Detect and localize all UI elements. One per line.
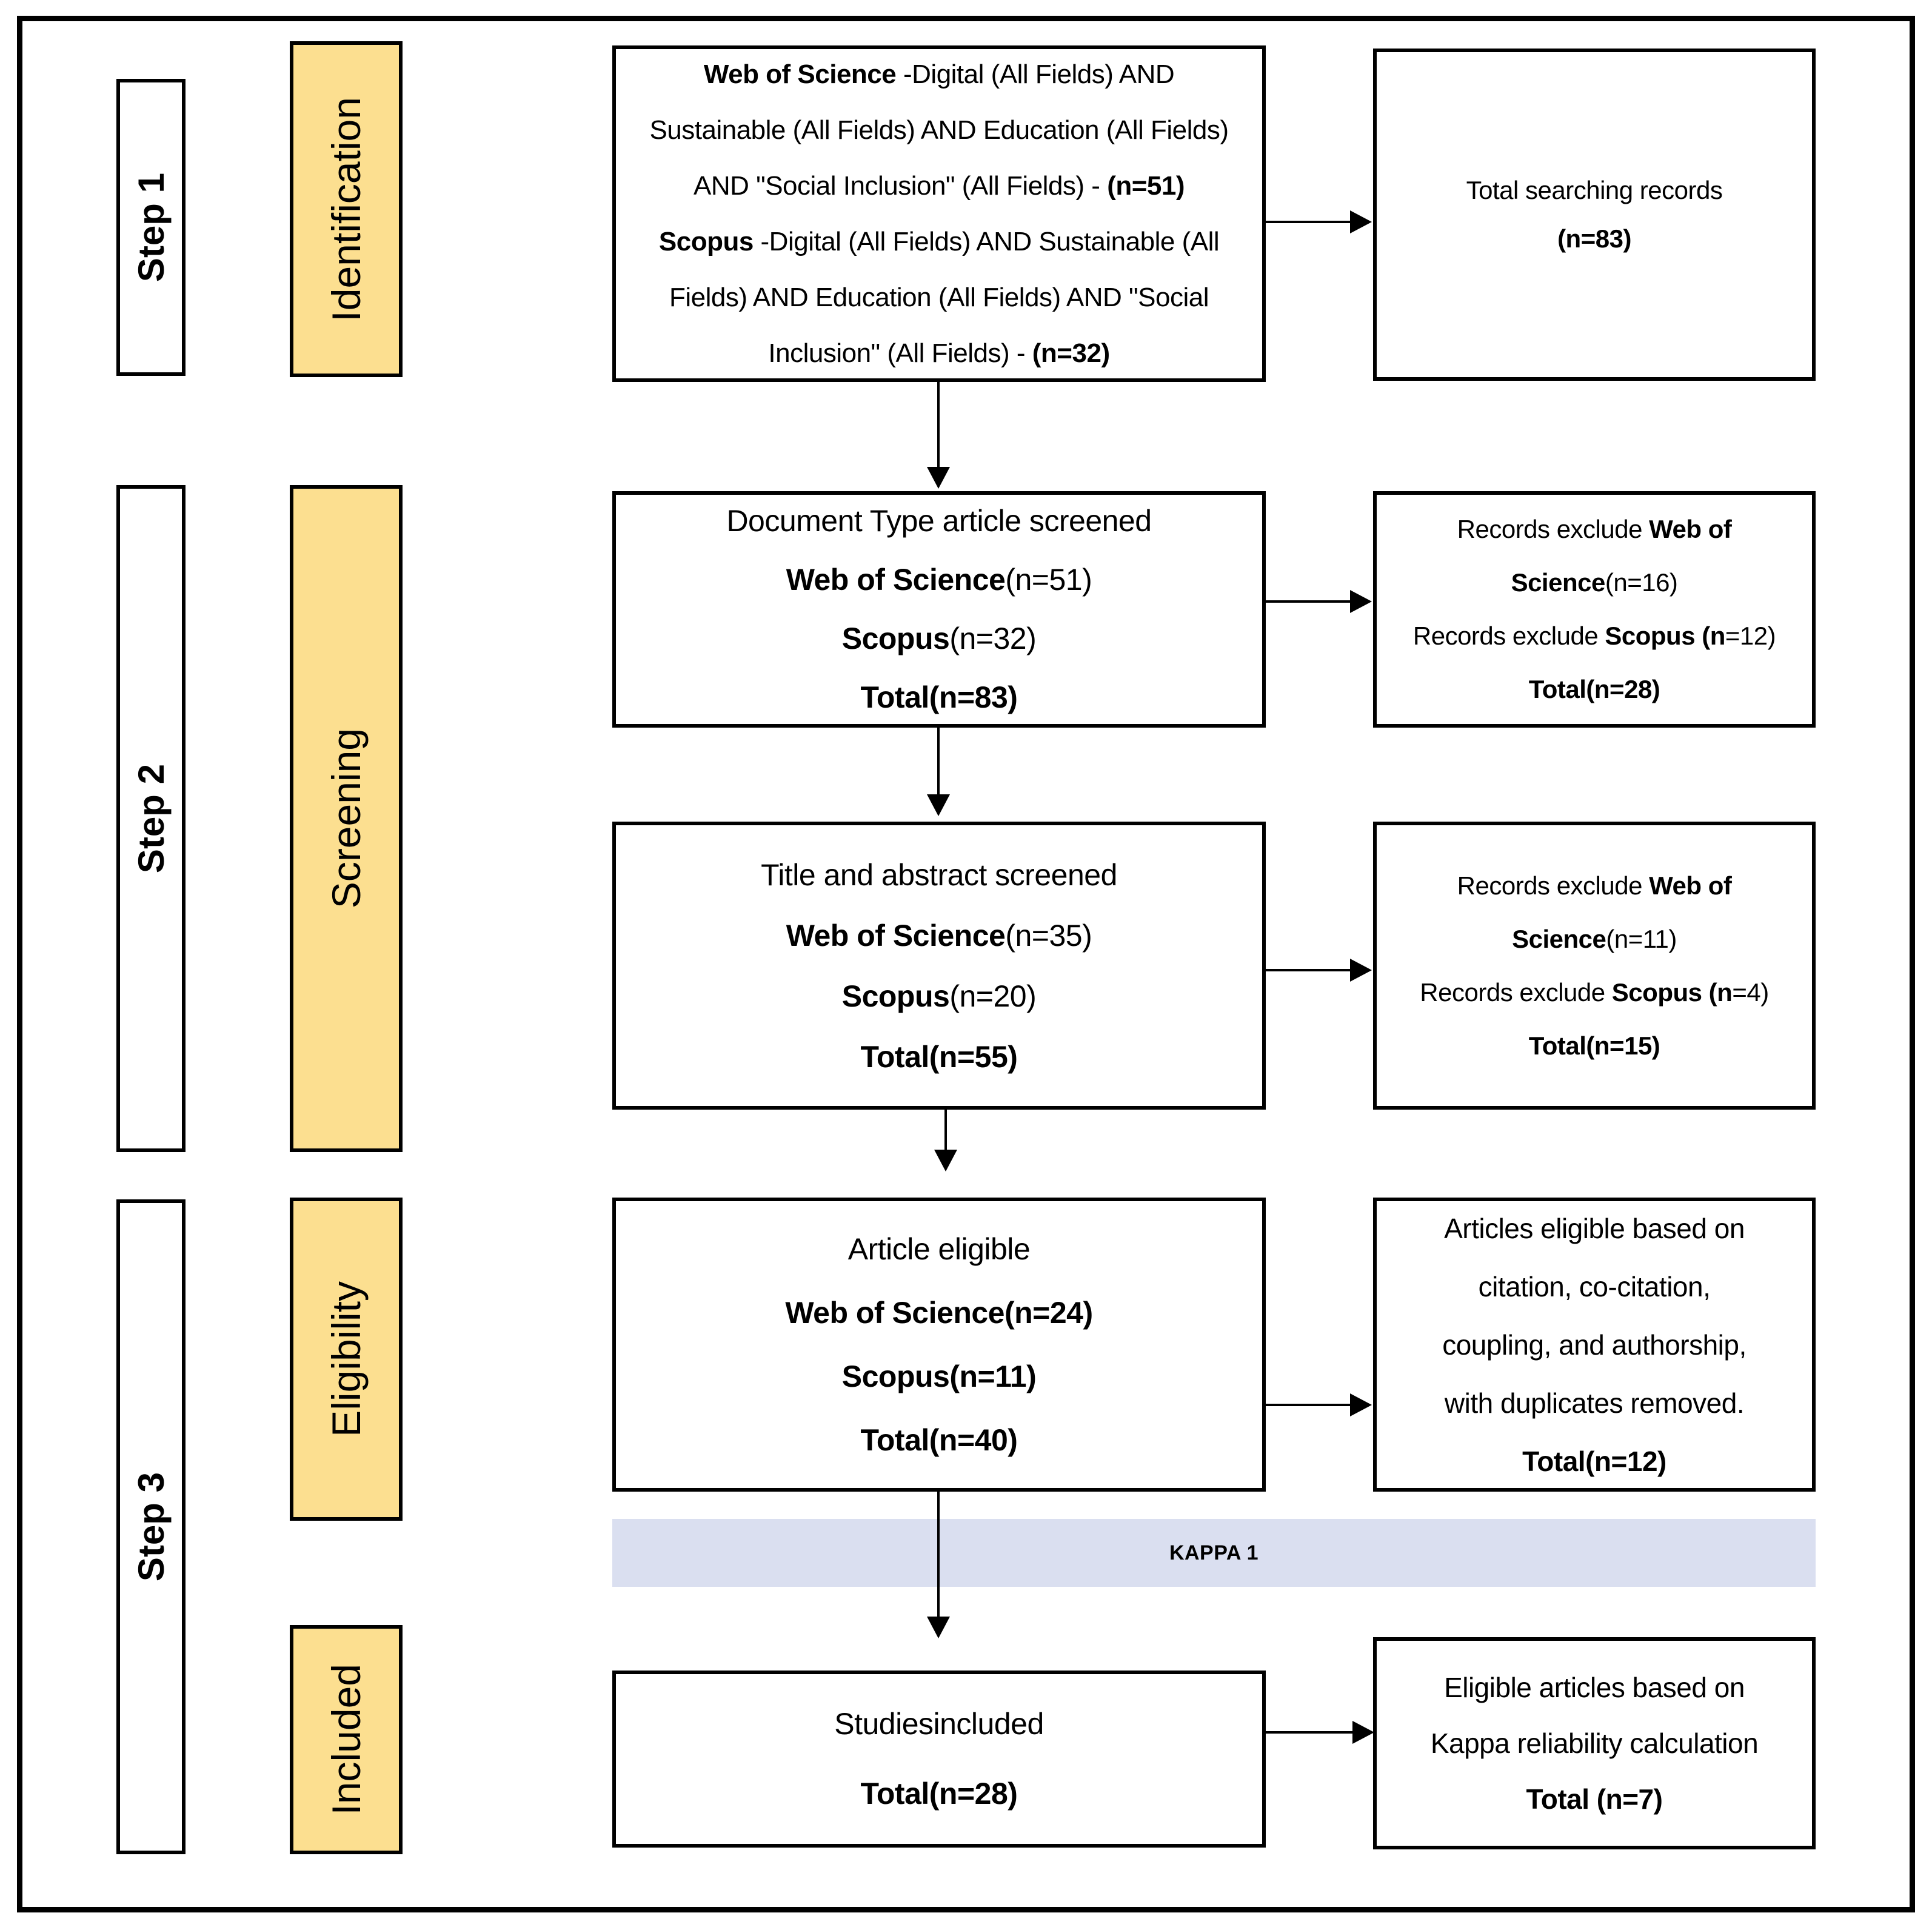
total-searching-records-box: Total searching records (n=83)	[1373, 49, 1816, 381]
phase-eligibility-box: Eligibility	[290, 1198, 403, 1521]
text-line: Scopus(n=20)	[841, 979, 1037, 1013]
phase-included-box: Included	[290, 1625, 403, 1854]
step-2-label-box: Step 2	[116, 485, 186, 1152]
text-line: Inclusion" (All Fields) - (n=32)	[768, 338, 1110, 368]
text-line: Science(n=11)	[1512, 924, 1677, 953]
phase-screening-box: Screening	[290, 485, 403, 1152]
arrowhead-query-to-total-records	[1350, 210, 1372, 233]
eligible-articles-kappa-box: Eligible articles based on Kappa reliabil…	[1373, 1637, 1816, 1849]
text-line: Scopus(n=11)	[841, 1359, 1037, 1393]
text-line: Sustainable (All Fields) AND Education (…	[649, 115, 1229, 145]
arrow-eligible-to-citation-box	[1266, 1404, 1351, 1406]
arrow-included-to-kappa-box	[1266, 1731, 1353, 1734]
arrowhead-query-to-document-type	[927, 467, 950, 489]
arrowhead-document-type-to-title-abstract	[927, 794, 950, 816]
text-line: Total(n=83)	[860, 680, 1018, 714]
text-line: Studiesincluded	[834, 1707, 1044, 1741]
text-line: Total(n=55)	[860, 1039, 1018, 1074]
phase-identification-label: Identification	[324, 96, 369, 322]
text-line: Web of Science(n=24)	[785, 1295, 1093, 1330]
text-line: Web of Science(n=35)	[786, 918, 1092, 953]
text-line: Records exclude Scopus (n=4)	[1420, 977, 1769, 1007]
text-line: Records exclude Web of	[1457, 871, 1732, 900]
text-line: Total searching records	[1466, 176, 1723, 204]
step-1-label: Step 1	[130, 172, 172, 283]
text-line: AND "Social Inclusion" (All Fields) - (n…	[693, 170, 1185, 201]
text-line: Document Type article screened	[726, 504, 1152, 538]
diagram-outer-border	[17, 16, 1915, 1912]
arrow-title-abstract-to-excluded	[1266, 969, 1351, 971]
arrowhead-title-abstract-to-eligible	[934, 1150, 957, 1171]
step-2-label: Step 2	[130, 763, 172, 874]
step-3-label: Step 3	[130, 1472, 172, 1582]
phase-eligibility-label: Eligibility	[324, 1281, 369, 1437]
text-line: Web of Science -Digital (All Fields) AND	[703, 59, 1175, 89]
text-line: Records exclude Scopus (n=12)	[1412, 622, 1776, 650]
arrowhead-eligible-to-citation-box	[1350, 1393, 1372, 1416]
arrow-query-to-total-records	[1266, 221, 1351, 223]
arrowhead-title-abstract-to-excluded	[1350, 959, 1372, 982]
text-line: Fields) AND Education (All Fields) AND "…	[669, 282, 1209, 312]
arrowhead-document-type-to-excluded	[1350, 590, 1372, 613]
text-line: Web of Science(n=51)	[786, 563, 1092, 597]
text-line: citation, co-citation,	[1478, 1270, 1711, 1302]
text-line: Scopus -Digital (All Fields) AND Sustain…	[658, 226, 1220, 256]
articles-eligible-citation-box: Articles eligible based on citation, co-c…	[1373, 1198, 1816, 1492]
text-line: Records exclude Web of	[1457, 515, 1732, 543]
text-line: Total(n=28)	[860, 1777, 1018, 1811]
text-line: Scopus(n=32)	[841, 622, 1037, 655]
kappa-band-label: KAPPA 1	[1169, 1541, 1259, 1564]
arrow-title-abstract-to-eligible	[944, 1110, 947, 1151]
text-line: Total(n=12)	[1522, 1445, 1666, 1477]
text-line: Title and abstract screened	[761, 857, 1117, 892]
text-line: Science(n=16)	[1511, 568, 1678, 597]
step-3-label-box: Step 3	[116, 1199, 186, 1854]
text-line: (n=83)	[1557, 224, 1631, 253]
phase-screening-label: Screening	[324, 728, 369, 909]
text-line: Kappa reliability calculation	[1430, 1728, 1759, 1759]
identification-query-box: Web of Science -Digital (All Fields) AND…	[612, 45, 1266, 382]
text-line: Total (n=7)	[1526, 1783, 1663, 1815]
text-line: Article eligible	[847, 1232, 1031, 1266]
arrow-query-to-document-type	[937, 382, 940, 468]
arrow-document-type-to-excluded	[1266, 600, 1351, 603]
arrowhead-included-to-kappa-box	[1352, 1721, 1374, 1744]
records-excluded-title-abstract-box: Records exclude Web of Science(n=11) Recor…	[1373, 822, 1816, 1110]
arrow-eligible-to-included	[937, 1492, 940, 1618]
text-line: Total(n=40)	[860, 1423, 1018, 1457]
arrow-document-type-to-title-abstract	[937, 728, 940, 796]
phase-identification-box: Identification	[290, 41, 403, 377]
text-line: Total(n=15)	[1528, 1031, 1660, 1060]
step-1-label-box: Step 1	[116, 79, 186, 376]
phase-included-label: Included	[324, 1664, 369, 1815]
kappa-band: KAPPA 1	[612, 1519, 1816, 1587]
records-excluded-document-type-box: Records exclude Web of Science(n=16) Recor…	[1373, 491, 1816, 728]
text-line: Eligible articles based on	[1444, 1672, 1745, 1703]
text-line: with duplicates removed.	[1444, 1387, 1745, 1419]
arrowhead-eligible-to-included	[927, 1617, 950, 1638]
text-line: coupling, and authorship,	[1442, 1329, 1746, 1361]
text-line: Total(n=28)	[1528, 675, 1660, 703]
text-line: Articles eligible based on	[1444, 1212, 1745, 1244]
